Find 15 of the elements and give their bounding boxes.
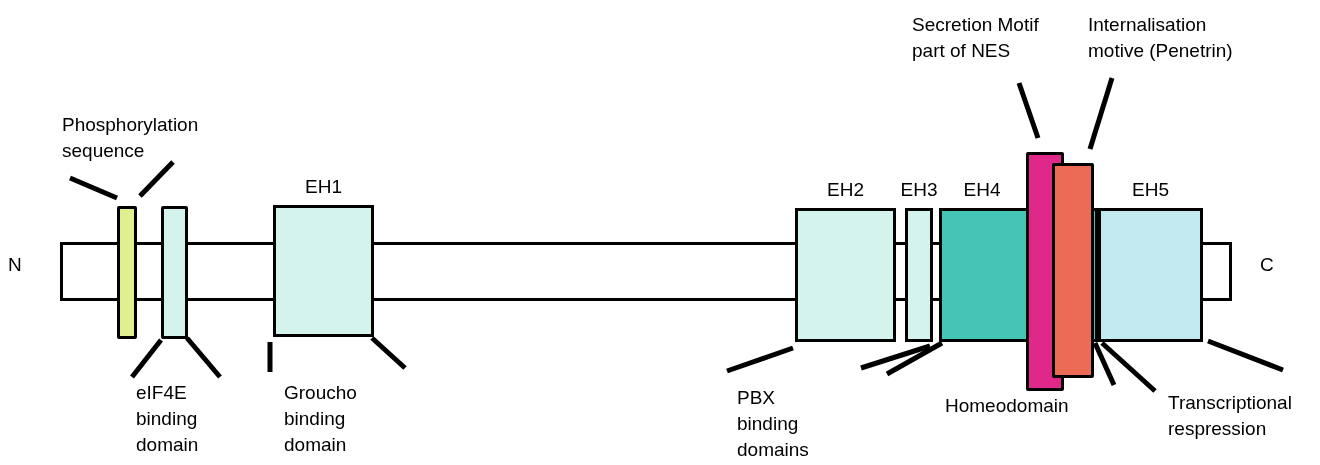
annotation-label: Transcriptional respression	[1168, 391, 1293, 441]
terminus-label: C	[1260, 253, 1275, 277]
terminus-label: N	[8, 253, 23, 277]
annotation-label: PBX binding domains	[737, 386, 810, 462]
annotation-label: eIF4E binding domain	[136, 381, 200, 457]
annotation-label: Groucho binding domain	[284, 381, 358, 457]
domain-label: EH3	[899, 178, 939, 202]
annotation-label: Internalisation motive (Penetrin)	[1088, 13, 1234, 63]
annotation-label: Phosphorylation sequence	[62, 113, 200, 163]
domain-label: EH5	[1131, 178, 1170, 202]
domain-label: EH4	[962, 178, 1002, 202]
domain-label: EH1	[304, 175, 343, 199]
annotation-label: Homeodomain	[945, 394, 1070, 418]
domain-label: EH2	[826, 178, 865, 202]
annotation-label: Secretion Motif part of NES	[912, 13, 1040, 63]
